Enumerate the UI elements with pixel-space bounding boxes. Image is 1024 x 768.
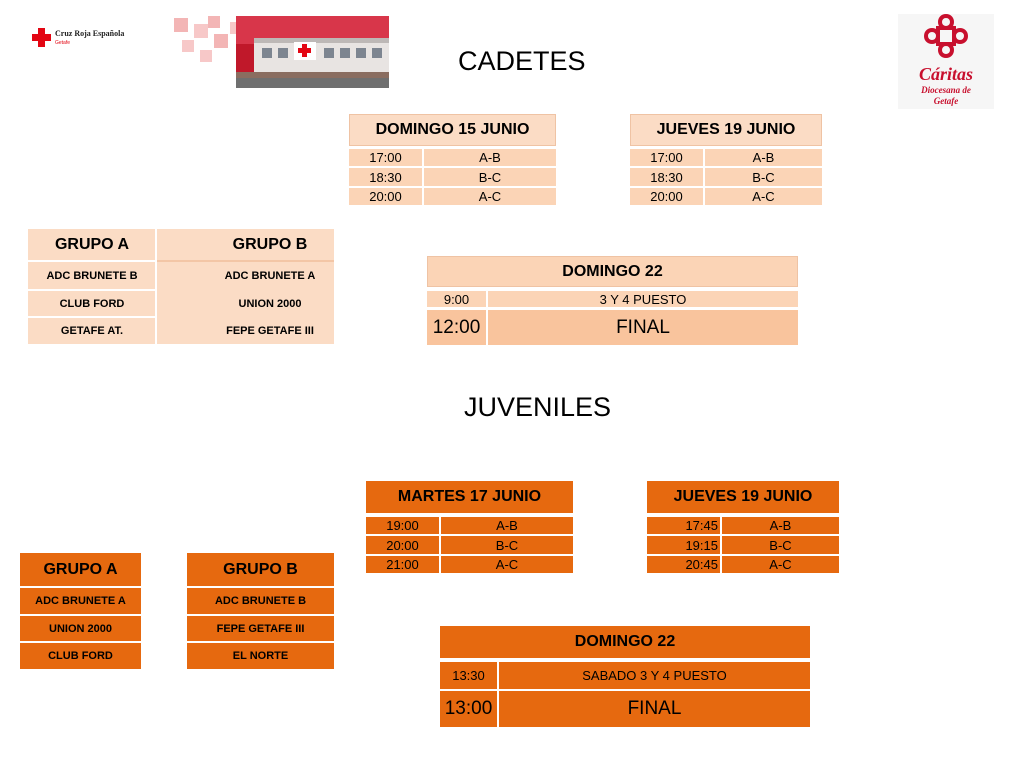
caritas-subtitle-2: Getafe (933, 96, 959, 106)
juveniles-group-a-team-3: CLUB FORD (20, 643, 141, 669)
cadetes-group-b-rule-1 (157, 260, 334, 262)
building-photo (174, 16, 389, 88)
juveniles-schedule2-match-2: B-C (722, 536, 839, 554)
cadetes-schedule2-time-1: 17:00 (630, 149, 703, 167)
cadetes-finals-time-1: 9:00 (427, 291, 486, 308)
red-cross-icon (32, 28, 51, 47)
cadetes-schedule1-time-2: 18:30 (349, 168, 422, 187)
juveniles-schedule1-time-3: 21:00 (366, 556, 439, 573)
juveniles-group-b-team-2: FEPE GETAFE III (187, 616, 334, 641)
juveniles-finals-time-1: 13:30 (440, 662, 497, 689)
cadetes-finals-label-2: FINAL (488, 310, 798, 345)
cadetes-group-a-team-1: ADC BRUNETE B (46, 269, 138, 282)
juveniles-schedule1-header: MARTES 17 JUNIO (366, 481, 573, 513)
juveniles-schedule2-match-3: A-C (722, 556, 839, 573)
cadetes-group-a-rule-3 (28, 316, 156, 318)
cadetes-schedule1-match-3: A-C (424, 188, 556, 206)
juveniles-finals-header: DOMINGO 22 (440, 626, 810, 658)
cruz-roja-name: Cruz Roja Española (55, 29, 125, 38)
juveniles-schedule2-time-2: 19:15 (647, 536, 720, 554)
juveniles-schedule2-header: JUEVES 19 JUNIO (647, 481, 839, 513)
cadetes-group-b-team-3: FEPE GETAFE III (226, 325, 314, 337)
juveniles-title: JUVENILES (464, 392, 612, 422)
cadetes-schedule1-header: DOMINGO 15 JUNIO (349, 114, 556, 146)
cadetes-group-a-header: GRUPO A (54, 235, 130, 253)
juveniles-schedule2-time-3: 20:45 (647, 556, 720, 573)
juveniles-finals-label-2: FINAL (499, 691, 810, 727)
cadetes-schedule1-time-1: 17:00 (349, 149, 422, 167)
cadetes-finals-time-2: 12:00 (427, 310, 486, 345)
cruz-roja-logo: Cruz Roja Española Getafe (28, 26, 138, 52)
caritas-cross-icon (924, 14, 968, 58)
caritas-logo: Cáritas Diocesana de Getafe (898, 14, 994, 109)
cadetes-schedule1-time-3: 20:00 (349, 188, 422, 206)
juveniles-group-b-team-1: ADC BRUNETE B (187, 588, 334, 614)
cadetes-schedule1-match-1: A-B (424, 149, 556, 167)
juveniles-schedule1-match-3: A-C (441, 556, 573, 573)
cadetes-finals-label-1: 3 Y 4 PUESTO (488, 291, 798, 308)
cadetes-finals-header: DOMINGO 22 (427, 256, 798, 287)
cadetes-schedule2-match-2: B-C (705, 168, 822, 187)
cruz-roja-subtitle: Getafe (55, 40, 71, 46)
juveniles-finals-time-2: 13:00 (440, 691, 497, 727)
juveniles-schedule1-match-2: B-C (441, 536, 573, 554)
cadetes-schedule2-header: JUEVES 19 JUNIO (630, 114, 822, 146)
cadetes-title: CADETES (458, 46, 586, 76)
cadetes-schedule2-time-2: 18:30 (630, 168, 703, 187)
juveniles-group-a-team-2: UNION 2000 (20, 616, 141, 641)
caritas-name: Cáritas (918, 64, 974, 84)
cadetes-group-a-rule-1 (28, 260, 156, 262)
juveniles-schedule2-time-1: 17:45 (647, 517, 720, 534)
juveniles-finals-label-1: SABADO 3 Y 4 PUESTO (499, 662, 810, 689)
juveniles-group-a-header: GRUPO A (20, 553, 141, 586)
cadetes-groups-table (28, 229, 334, 344)
cadetes-group-b-header: GRUPO B (232, 235, 308, 253)
cadetes-group-a-team-3: GETAFE AT. (60, 325, 124, 337)
cadetes-schedule2-match-1: A-B (705, 149, 822, 167)
juveniles-schedule1-match-1: A-B (441, 517, 573, 534)
caritas-subtitle-1: Diocesana de (921, 85, 971, 95)
juveniles-group-b-team-3: EL NORTE (187, 643, 334, 669)
juveniles-schedule1-time-1: 19:00 (366, 517, 439, 534)
juveniles-group-b-header: GRUPO B (187, 553, 334, 586)
juveniles-schedule2-match-1: A-B (722, 517, 839, 534)
cadetes-group-b-team-2: UNION 2000 (238, 297, 302, 310)
cadetes-schedule2-match-3: A-C (705, 188, 822, 206)
cadetes-group-a-rule-2 (28, 289, 156, 291)
cadetes-group-b-team-1: ADC BRUNETE A (224, 269, 316, 282)
cadetes-group-a-team-2: CLUB FORD (59, 297, 125, 310)
cadetes-schedule2-time-3: 20:00 (630, 188, 703, 206)
cadetes-schedule1-match-2: B-C (424, 168, 556, 187)
juveniles-schedule1-time-2: 20:00 (366, 536, 439, 554)
cadetes-groups-divider (155, 229, 157, 344)
juveniles-group-a-team-1: ADC BRUNETE A (20, 588, 141, 614)
